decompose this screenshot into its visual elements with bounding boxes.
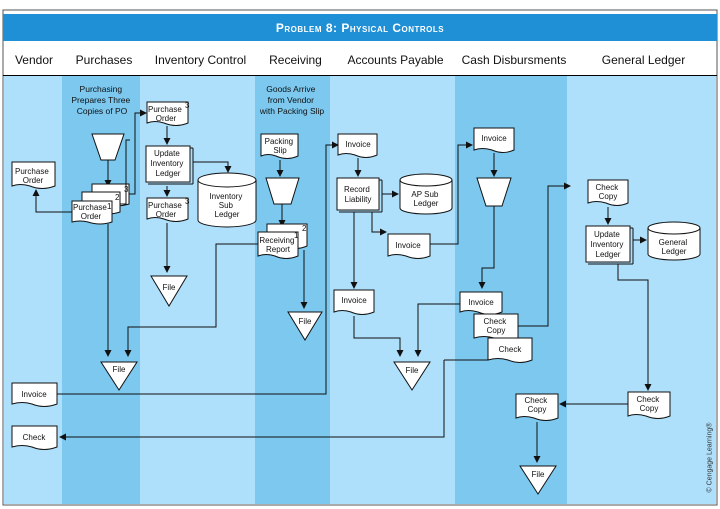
file-purchases (100, 361, 138, 391)
file-receiving (287, 311, 323, 341)
doc-check-copy-cash: Check Copy (473, 313, 519, 341)
doc-invoice-cash: Invoice (473, 127, 515, 153)
svg-text:File: File (299, 317, 312, 326)
receiving-report-stack: 2 1 Receiving Report (257, 223, 308, 259)
lane-headers: Vendor Purchases Inventory Control Recei… (3, 45, 717, 76)
doc-purchase-order-inv-2: 3 Purchase Order (146, 197, 190, 222)
svg-text:2: 2 (302, 224, 307, 233)
manual-operation-cash (476, 177, 512, 207)
lane-header-receiving: Receiving (269, 53, 322, 67)
purchase-order-stack: 3 2 1 Purchase Order (71, 183, 130, 225)
svg-text:Check: Check (499, 345, 523, 354)
doc-invoice-ap: Invoice (337, 133, 378, 158)
file-inventory (150, 275, 188, 307)
manual-operation-purchasing (91, 133, 125, 161)
svg-text:1: 1 (107, 202, 112, 211)
lane-header-inventory-control: Inventory Control (154, 53, 247, 67)
note-purchasing: Purchasing Prepares Three Copies of PO (71, 84, 132, 116)
svg-text:Update Inventory L: Update Inventory Ledger (590, 230, 625, 259)
svg-text:Purchase Order: Purchase Order (148, 201, 184, 219)
doc-check-cash: Check (487, 337, 533, 363)
svg-text:Check Copy: Check Copy (484, 317, 509, 335)
diagram-title: Problem 8: Physical Controls (3, 14, 717, 41)
doc-purchase-order-inv: 3 Purchase Order (146, 101, 190, 126)
svg-text:Purchase Order: Purchase Order (148, 105, 184, 123)
storage-ap-sub-ledger: AP Sub Ledger (399, 173, 453, 215)
lane-header-general-ledger: General Ledger (601, 53, 686, 67)
svg-text:File: File (113, 365, 126, 374)
svg-text:Check Copy: Check Copy (637, 395, 662, 413)
svg-text:Inventory Sub Ledg: Inventory Sub Ledger (209, 192, 244, 219)
doc-packing-slip: Packing Slip (260, 133, 299, 159)
svg-text:Invoice: Invoice (345, 140, 371, 149)
doc-invoice-cash-2: Invoice (459, 291, 503, 315)
svg-text:General Ledger: General Ledger (659, 238, 690, 256)
svg-text:Update Inventory L: Update Inventory Ledger (150, 149, 185, 178)
doc-check-vendor: Check (11, 425, 58, 450)
svg-text:Check Copy: Check Copy (525, 396, 550, 414)
process-record-liability: Record Liability (336, 177, 383, 213)
lane-header-accounts-payable: Accounts Payable (347, 53, 444, 67)
svg-text:2: 2 (115, 193, 120, 202)
storage-inventory-sub-ledger: Inventory Sub Ledger (197, 172, 257, 228)
svg-text:File: File (532, 470, 545, 479)
svg-text:Invoice: Invoice (21, 390, 47, 399)
svg-text:File: File (406, 366, 419, 375)
svg-text:Receiving Report: Receiving Report (259, 236, 296, 254)
svg-text:1: 1 (294, 231, 299, 240)
svg-text:Check Copy: Check Copy (596, 183, 621, 201)
doc-check-copy-cash-2: Check Copy (515, 393, 559, 421)
file-ap (393, 361, 431, 391)
file-cash (519, 465, 557, 495)
svg-text:Invoice: Invoice (481, 134, 507, 143)
lane-header-purchases: Purchases (75, 53, 133, 67)
note-goods-arrive: Goods Arrive from Vendor with Packing Sl… (259, 84, 325, 116)
process-update-inventory: Update Inventory Ledger (145, 145, 194, 185)
svg-text:Purchase Order: Purchase Order (73, 203, 109, 221)
process-update-ledger-gl: Update Inventory Ledger (585, 225, 634, 265)
svg-text:AP Sub Ledger: AP Sub Ledger (411, 190, 440, 208)
lane-header-cash-disbursments: Cash Disbursments (461, 53, 567, 67)
svg-text:Packing Slip: Packing Slip (265, 137, 296, 155)
copyright-notice: © Cengage Learning® (706, 422, 714, 493)
lane-gl-bg (567, 76, 716, 504)
manual-operation-receiving (265, 177, 300, 205)
svg-text:Record Liability: Record Liability (344, 185, 372, 204)
lane-inventory-bg (140, 76, 255, 504)
doc-purchase-order-vendor: Purchase Order (11, 161, 56, 189)
doc-invoice-ap-3: Invoice (333, 289, 375, 315)
svg-text:3: 3 (185, 101, 190, 110)
doc-check-copy-gl: Check Copy (587, 179, 629, 206)
storage-general-ledger: General Ledger (647, 221, 701, 261)
svg-text:Invoice: Invoice (341, 296, 367, 305)
doc-check-copy-gl-2: Check Copy (627, 391, 671, 419)
doc-invoice-vendor: Invoice (11, 382, 58, 407)
lane-header-vendor: Vendor (14, 53, 54, 67)
svg-text:Invoice: Invoice (395, 241, 421, 250)
svg-text:Check: Check (23, 433, 47, 442)
doc-invoice-ap-2: Invoice (387, 233, 431, 259)
svg-text:3: 3 (185, 197, 190, 206)
svg-text:File: File (163, 283, 176, 292)
svg-text:Purchase Order: Purchase Order (15, 167, 51, 185)
svg-text:Invoice: Invoice (468, 298, 494, 307)
